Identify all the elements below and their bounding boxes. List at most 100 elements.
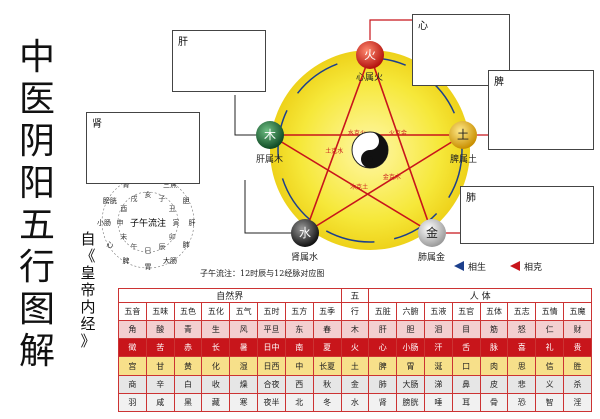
wood-orb: 木 [256, 121, 284, 149]
svg-text:火: 火 [364, 48, 376, 62]
heart-note-title: 心 [418, 21, 428, 32]
table-cell: 泪 [423, 320, 453, 340]
lung-note-box: 肺 [460, 186, 594, 244]
table-cell: 筋 [479, 320, 509, 340]
title-char: 五 [18, 205, 55, 246]
wood-label: 肝属木 [256, 155, 284, 165]
table-cell: 财 [563, 320, 592, 340]
table-cell: 寒 [229, 392, 259, 413]
table-cell: 商 [118, 374, 147, 394]
restraint-label: 木克土 [350, 183, 368, 191]
source-char: 《 [80, 247, 96, 265]
source-char: 内 [80, 298, 96, 316]
table-cell: 义 [535, 374, 564, 394]
water-orb: 水 [291, 219, 319, 247]
table-header-cell: 五味 [145, 301, 175, 322]
five-elements-table: 自然界五人 体五音五味五色五化五气五时五方五季行五脏六腑五液五官五体五志五情五魔… [118, 288, 592, 413]
metal-orb: 金 [418, 219, 446, 247]
table-cell: 贵 [563, 338, 592, 358]
svg-text:土: 土 [457, 128, 469, 142]
table-header-cell: 五情 [535, 301, 564, 322]
clock-meridian: 三焦 [163, 180, 177, 189]
clock-meridian: 心 [106, 241, 113, 249]
clock-meridian: 脾 [123, 256, 130, 265]
clock-meridian: 肝 [189, 219, 196, 227]
table-cell: 长夏 [312, 356, 342, 376]
clock-branch: 酉 [120, 205, 127, 213]
table-cell: 燥 [229, 374, 259, 394]
table-cell: 青 [173, 320, 203, 340]
restraint-line [304, 54, 371, 234]
svg-text:金: 金 [426, 225, 438, 240]
clock-branch: 卯 [169, 232, 176, 241]
title-char: 中 [18, 37, 55, 78]
earth-label: 脾属土 [450, 155, 478, 165]
kidney-note-title: 肾 [92, 119, 102, 130]
earth-orb: 土 [449, 121, 477, 149]
table-cell: 南 [284, 338, 314, 358]
table-cell: 藏 [201, 392, 231, 413]
table-cell: 口 [451, 356, 481, 376]
table-cell: 冬 [312, 392, 342, 413]
restraint-label: 土克水 [325, 147, 343, 155]
clock-meridian: 肺 [183, 241, 190, 249]
restrain-legend-label: 相克 [524, 263, 543, 273]
table-cell: 木 [340, 320, 370, 340]
table-cell: 甘 [145, 356, 175, 376]
table-cell: 信 [535, 356, 564, 376]
table-cell: 长 [201, 338, 231, 358]
table-cell: 夜半 [257, 392, 286, 413]
table-cell: 徵 [118, 338, 147, 358]
table-cell: 脾 [368, 356, 398, 376]
clock-branch: 午 [131, 242, 138, 251]
table-cell: 淫 [563, 392, 592, 413]
table-cell: 风 [229, 320, 259, 340]
table-cell: 汗 [423, 338, 453, 358]
water-label: 肾属水 [291, 253, 319, 263]
svg-text:水: 水 [299, 226, 311, 240]
table-header-cell: 五时 [257, 301, 286, 322]
table-cell: 中 [284, 356, 314, 376]
table-group-element: 五 [340, 288, 370, 303]
table-cell: 喜 [507, 338, 537, 358]
clock-center-label: 子午流注 [130, 217, 166, 229]
table-cell: 脉 [479, 338, 509, 358]
restraint-line [369, 54, 433, 234]
table-cell: 日中 [257, 338, 286, 358]
clock-branch: 辰 [159, 243, 166, 251]
main-title: 中医阴阳五行图解 [12, 40, 62, 376]
table-header-cell: 五化 [201, 301, 231, 322]
table-header-cell: 五液 [423, 301, 453, 322]
table-header-cell: 五脏 [368, 301, 398, 322]
clock-meridian: 小肠 [97, 218, 111, 227]
table-cell: 生 [201, 320, 231, 340]
table-cell: 心 [368, 338, 398, 358]
table-cell: 宫 [118, 356, 147, 376]
restraint-line [304, 134, 464, 234]
table-cell: 北 [284, 392, 314, 413]
restraint-label: 金克木 [383, 173, 401, 181]
table-cell: 苦 [145, 338, 175, 358]
table-cell: 羽 [118, 392, 147, 413]
table-cell: 恐 [507, 392, 537, 413]
table-cell: 鼻 [451, 374, 481, 394]
legend [454, 261, 520, 271]
liver-note-title: 肝 [178, 37, 188, 48]
table-cell: 湿 [229, 356, 259, 376]
source-char: 》 [80, 332, 96, 350]
table-cell: 土 [340, 356, 370, 376]
table-cell: 胆 [396, 320, 425, 340]
restraint-label: 火克金 [389, 129, 407, 137]
table-cell: 涎 [423, 356, 453, 376]
table-header-cell: 行 [340, 301, 370, 322]
table-cell: 大肠 [396, 374, 425, 394]
table-cell: 金 [340, 374, 370, 394]
kidney-note-box: 肾 [86, 112, 200, 184]
table-cell: 舌 [451, 338, 481, 358]
title-char: 解 [18, 331, 55, 372]
generate-legend-label: 相生 [468, 263, 487, 273]
table-header-cell: 五音 [118, 301, 147, 322]
table-cell: 耳 [451, 392, 481, 413]
table-header-cell: 五魔 [563, 301, 592, 322]
